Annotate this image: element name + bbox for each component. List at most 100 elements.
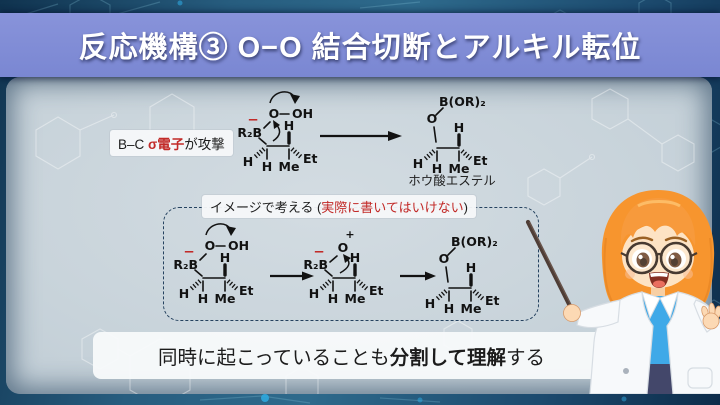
image-note-post: ): [463, 200, 468, 215]
atom-label-me: Me: [345, 291, 366, 306]
title-bar: 反応機構③ O−O 結合切断とアルキル転位: [0, 13, 720, 77]
atom-label-h: H: [444, 301, 454, 316]
atom-label-oh: OH: [228, 238, 249, 253]
minus-charge: −: [183, 244, 194, 260]
atom-label-et: Et: [303, 151, 318, 166]
structure-step3-ester: B(OR)₂ O H H H Et Me: [425, 234, 500, 316]
bottom-note: 同時に起こっていることも分割して理解する: [93, 332, 610, 379]
atom-label-et: Et: [485, 293, 500, 308]
image-note-label: イメージで考える (実際に書いてはいけない): [202, 195, 476, 218]
bottom-note-post: する: [506, 347, 546, 369]
atom-label-h: H: [198, 291, 208, 306]
atom-label-h: H: [179, 286, 189, 301]
structure-borate-ester: B(OR)₂ O H H H Et Me: [413, 94, 488, 176]
product-caption: ホウ酸エステル: [408, 174, 496, 188]
atom-label-h: H: [466, 260, 476, 275]
atom-label-h: H: [328, 291, 338, 306]
hashed-bond: [319, 279, 332, 291]
atom-label-o: O: [427, 111, 438, 126]
slide-title: 反応機構③ O−O 結合切断とアルキル転位: [78, 32, 642, 64]
atom-label-h: H: [220, 250, 230, 265]
atom-label-me: Me: [215, 291, 236, 306]
atom-label-h: H: [454, 120, 464, 135]
arrowhead: [273, 120, 280, 129]
atom-label-o: O: [269, 106, 280, 121]
minus-charge: −: [247, 112, 258, 128]
reaction-arrow: [400, 271, 436, 281]
atom-label-h: H: [243, 154, 253, 169]
pointer-stick: [525, 219, 579, 321]
bottom-note-bold: 分割して理解: [389, 347, 507, 369]
reaction-arrow: [270, 271, 314, 281]
atom-label-bor2: B(OR)₂: [439, 94, 486, 109]
atom-label-me: Me: [461, 301, 482, 316]
hashed-bond: [290, 147, 303, 159]
bond: [263, 121, 271, 129]
hashed-bond: [472, 289, 485, 301]
atom-label-h: H: [350, 250, 360, 265]
hashed-bond: [226, 279, 239, 291]
hashed-bond: [189, 279, 202, 291]
atom-label-h: H: [432, 161, 442, 176]
lab-coat: [576, 291, 720, 394]
image-note-red: 実際に書いてはいけない: [321, 200, 464, 215]
hashed-bond: [435, 289, 448, 301]
bottom-note-pre: 同時に起こっていることも: [157, 347, 390, 369]
atom-label-h: H: [284, 118, 294, 133]
atom-label-o: O: [439, 251, 450, 266]
hashed-bond: [356, 279, 369, 291]
attack-label: B–C σ電子が攻撃: [110, 130, 233, 156]
bond: [329, 255, 338, 263]
teacher-character: [563, 190, 720, 394]
glasses: [620, 241, 698, 275]
curved-arrow-oo-cleavage: [205, 223, 232, 236]
atom-label-me: Me: [449, 161, 470, 176]
bond: [445, 266, 449, 283]
hand-holding-stick: [563, 304, 581, 322]
atom-label-h: H: [309, 286, 319, 301]
curved-arrow-oo-cleavage: [269, 91, 296, 104]
atom-label-me: Me: [279, 159, 300, 174]
atom-label-r2b: R₂B: [237, 125, 262, 140]
bond: [433, 126, 437, 143]
hashed-bond: [460, 149, 473, 161]
hashed-bond: [423, 149, 436, 161]
image-note-pre: イメージで考える (: [210, 200, 322, 215]
atom-label-o: O: [338, 240, 349, 255]
arrowhead: [343, 254, 351, 263]
atom-label-h: H: [413, 156, 423, 171]
structure-borate-peroxide: − R₂B O OH H H H Et Me: [237, 91, 318, 174]
eyebrows: [630, 236, 688, 243]
bond: [324, 269, 333, 277]
atom-label-et: Et: [239, 283, 254, 298]
atom-label-et: Et: [473, 153, 488, 168]
structure-step1-peroxide: − R₂B O OH H H H Et Me: [173, 223, 254, 306]
attack-label-pre: B–C: [118, 137, 149, 152]
minus-charge: −: [313, 244, 324, 260]
atom-label-o: O: [205, 238, 216, 253]
arrowhead: [290, 94, 300, 104]
eyes: [632, 249, 686, 269]
atom-label-h: H: [262, 159, 272, 174]
blush: [625, 269, 693, 279]
atom-label-r2b: R₂B: [173, 257, 198, 272]
attack-label-red: σ電子: [148, 137, 185, 152]
bond: [199, 253, 207, 261]
plus-charge: +: [345, 228, 354, 241]
hair-bangs: [620, 198, 696, 246]
coat-button: [623, 368, 629, 374]
bond: [435, 107, 444, 116]
atom-label-bor2: B(OR)₂: [451, 234, 498, 249]
atom-label-oh: OH: [292, 106, 313, 121]
bond: [258, 137, 267, 145]
bond: [194, 269, 203, 277]
structure-step2-cation: + O − R₂B H H H Et Me: [303, 228, 383, 306]
bond: [447, 247, 456, 256]
atom-label-h: H: [425, 296, 435, 311]
attack-label-post: が攻撃: [184, 137, 225, 152]
hashed-bond: [253, 147, 266, 159]
mouth: [649, 272, 669, 288]
atom-label-r2b: R₂B: [303, 257, 328, 272]
arrowhead: [226, 226, 236, 236]
